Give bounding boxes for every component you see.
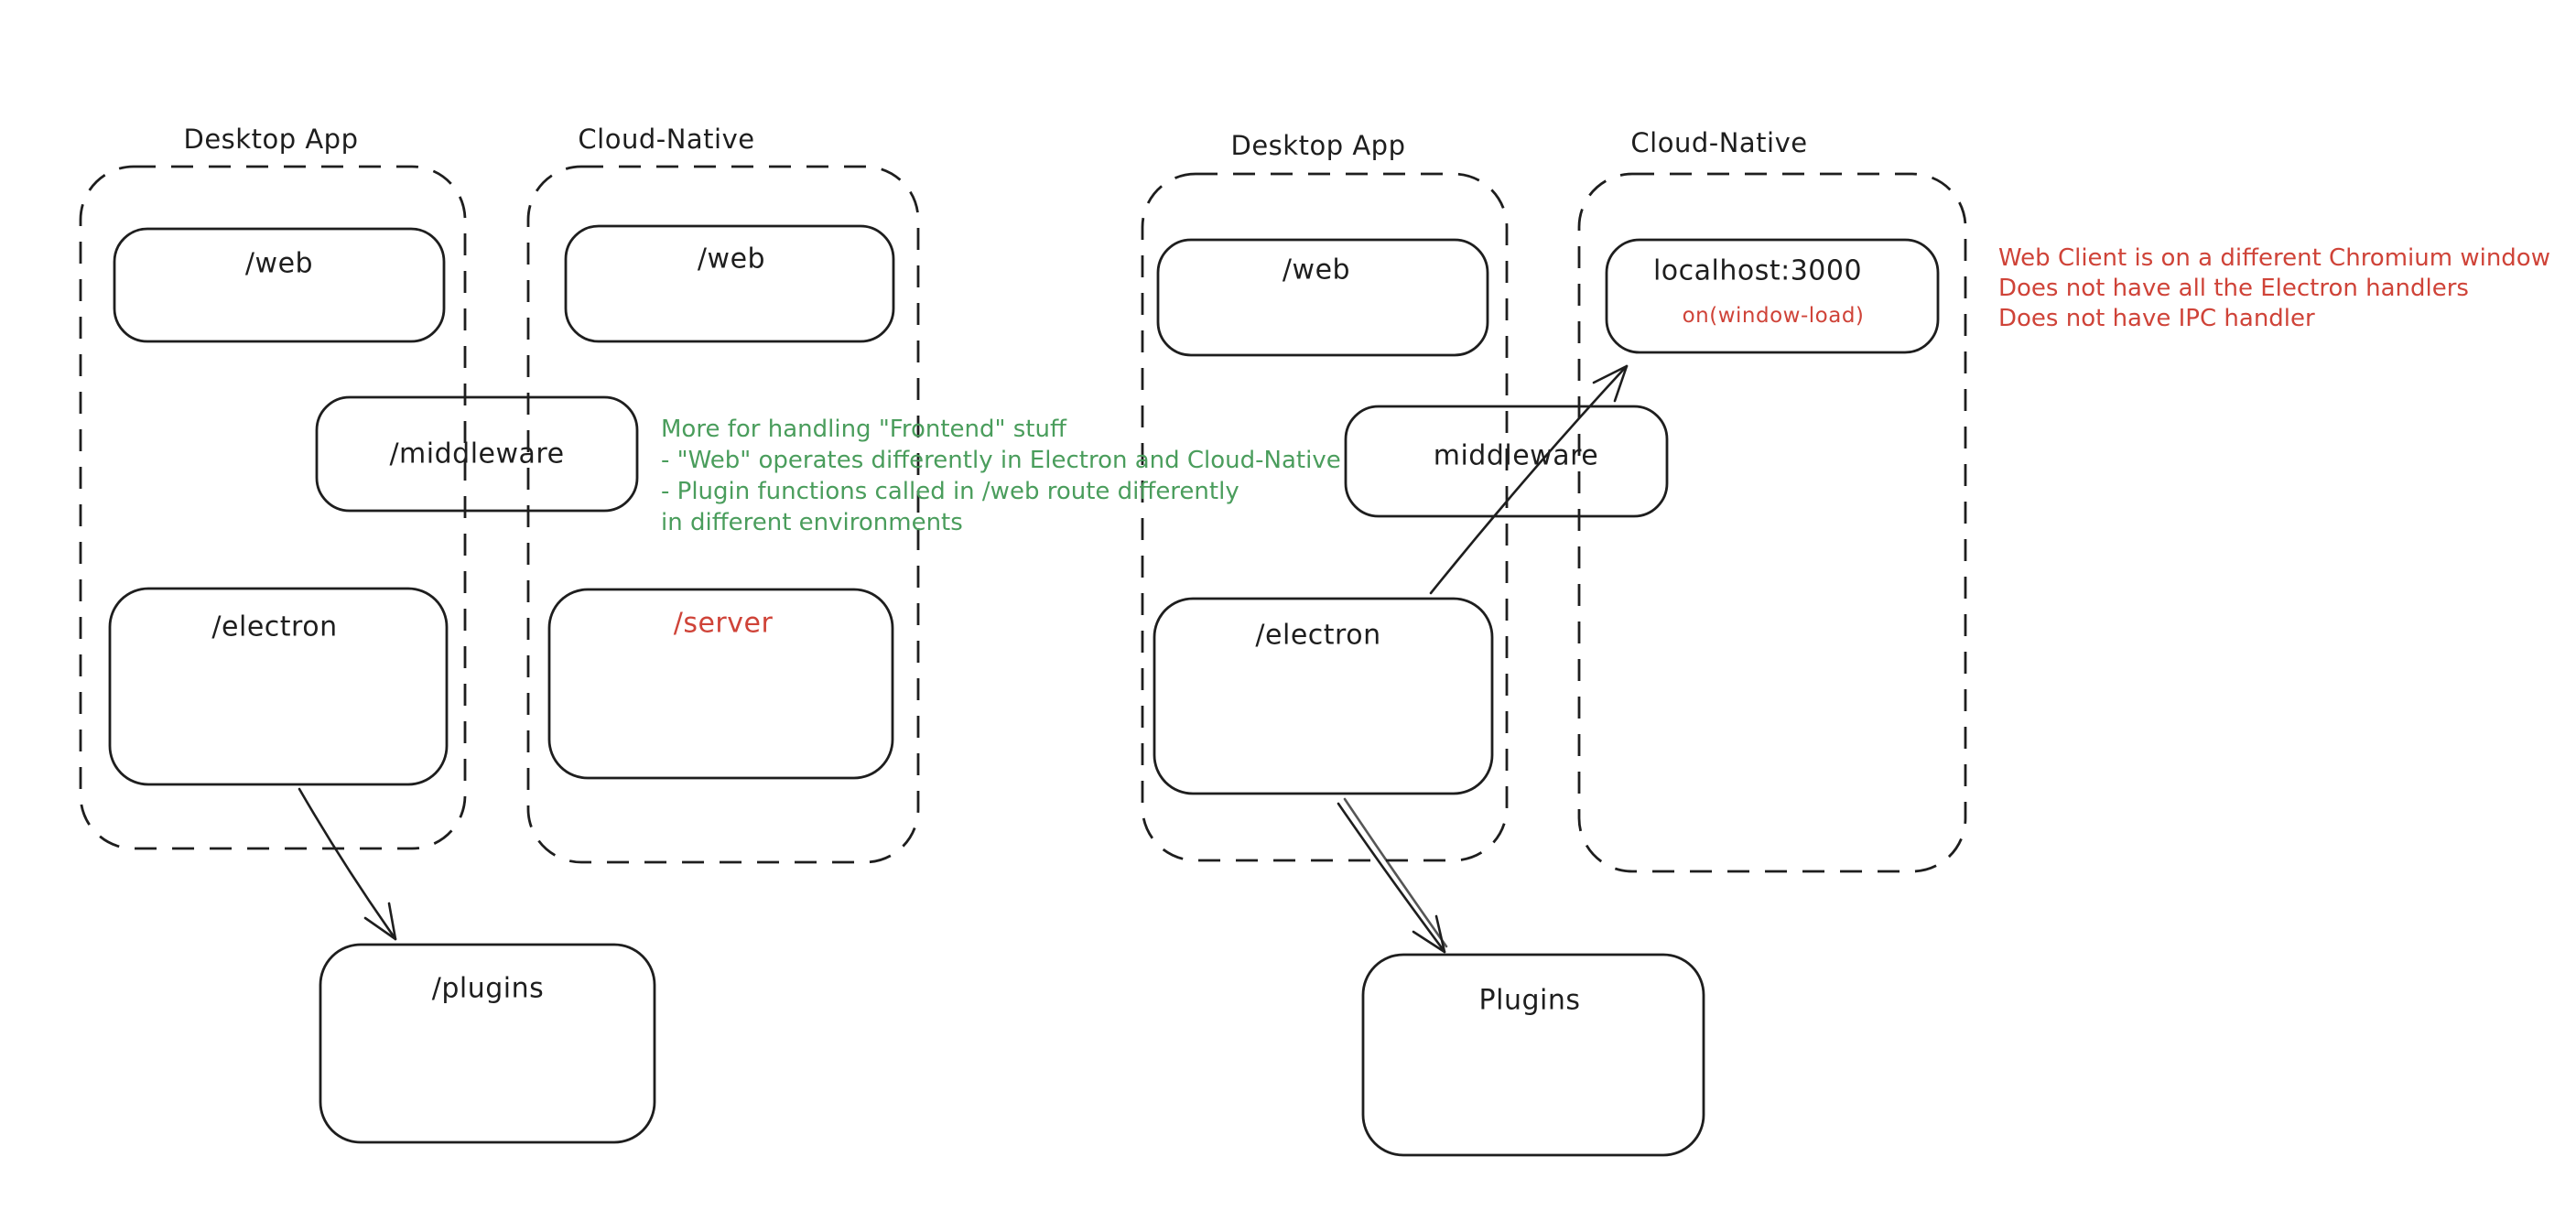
left-electron-box-label: /electron [211,611,338,643]
right-desktop-app-group [1141,172,1509,862]
left-desktop-app-title: Desktop App [183,124,359,155]
frontend-note: More for handling "Frontend" stuff - "We… [661,414,1341,538]
web-client-note-line: Does not have IPC handler [1998,305,2315,332]
right-middleware-box [1344,405,1669,518]
left-server-box [547,588,894,780]
left-plugins-box [319,943,656,1144]
right-web-box-label: /web [1282,254,1351,286]
right-localhost-window-load-annotation: on(window-load) [1682,304,1865,328]
left-cloud-web-box-label: /web [697,243,766,276]
frontend-note-line: in different environments [661,509,963,536]
right-localhost-box-label: localhost:3000 [1652,254,1863,287]
right-electron-box [1153,597,1494,795]
left-middleware-box-label: /middleware [389,438,565,470]
right-localhost-box [1605,238,1940,354]
left-desktop-app-group [79,165,467,850]
left-cloud-native-title: Cloud-Native [578,124,755,155]
right-electron-to-localhost-arrow [1429,364,1629,595]
frontend-note-line: - "Web" operates differently in Electron… [661,447,1341,474]
right-plugins-box-label: Plugins [1478,984,1581,1017]
right-web-box [1156,238,1489,357]
left-cloud-web-box [564,224,895,343]
right-electron-box-label: /electron [1255,619,1381,652]
left-web-box-label: /web [244,247,314,280]
right-cloud-native-group [1577,172,1967,873]
left-middleware-box [315,395,639,513]
frontend-note-line: - Plugin functions called in /web route … [661,478,1239,505]
left-electron-to-plugins-arrow [298,787,397,941]
web-client-note: Web Client is on a different Chromium wi… [1998,243,2550,334]
left-cloud-native-group [526,165,920,864]
right-cloud-native-title: Cloud-Native [1630,127,1808,158]
right-electron-to-plugins-arrow [1337,797,1448,954]
web-client-note-line: Does not have all the Electron handlers [1998,275,2469,302]
left-electron-box [108,587,449,786]
left-web-box [113,227,446,343]
right-middleware-box-label: middleware [1433,439,1599,472]
left-server-box-label: /server [673,607,774,640]
right-desktop-app-title: Desktop App [1230,130,1406,161]
left-plugins-box-label: /plugins [431,972,545,1005]
right-plugins-box [1361,953,1705,1157]
web-client-note-line: Web Client is on a different Chromium wi… [1998,244,2550,272]
frontend-note-line: More for handling "Frontend" stuff [661,416,1066,443]
